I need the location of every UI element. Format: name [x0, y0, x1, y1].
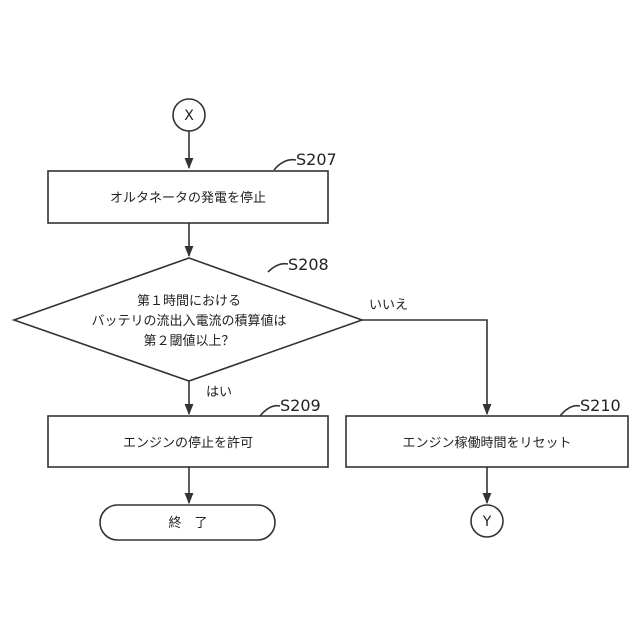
end-connector: Y — [471, 505, 503, 537]
s207-label: オルタネータの発電を停止 — [110, 190, 266, 206]
s210-leader-line — [560, 406, 580, 416]
s210-label: エンジン稼働時間をリセット — [402, 436, 571, 451]
arrow-s208-no-to-s210 — [362, 320, 487, 414]
end-label: 終 了 — [168, 515, 207, 531]
start-connector-label: X — [184, 108, 194, 124]
s208-step-id: S208 — [288, 255, 329, 274]
yes-branch-label: はい — [206, 385, 232, 400]
s208-decision-diamond: 第１時間における バッテリの流出入電流の積算値は 第２閾値以上？ — [14, 258, 362, 381]
end-connector-label: Y — [482, 514, 492, 530]
s209-label: エンジンの停止を許可 — [123, 435, 253, 451]
s208-label-line-2: バッテリの流出入電流の積算値は — [91, 313, 286, 329]
s207-leader-line — [274, 160, 296, 170]
s210-process-box: エンジン稼働時間をリセット — [346, 416, 628, 467]
no-branch-label: いいえ — [369, 298, 408, 313]
s207-process-box: オルタネータの発電を停止 — [48, 171, 328, 223]
start-connector: X — [173, 99, 205, 131]
end-terminator: 終 了 — [100, 505, 275, 540]
s208-leader-line — [268, 264, 288, 272]
s209-process-box: エンジンの停止を許可 — [48, 416, 328, 467]
s208-label-line-1: 第１時間における — [137, 294, 241, 309]
s209-leader-line — [260, 406, 280, 416]
s210-step-id: S210 — [580, 396, 621, 415]
s207-step-id: S207 — [296, 150, 337, 169]
s209-step-id: S209 — [280, 396, 321, 415]
s208-label-line-3: 第２閾値以上？ — [143, 333, 234, 349]
